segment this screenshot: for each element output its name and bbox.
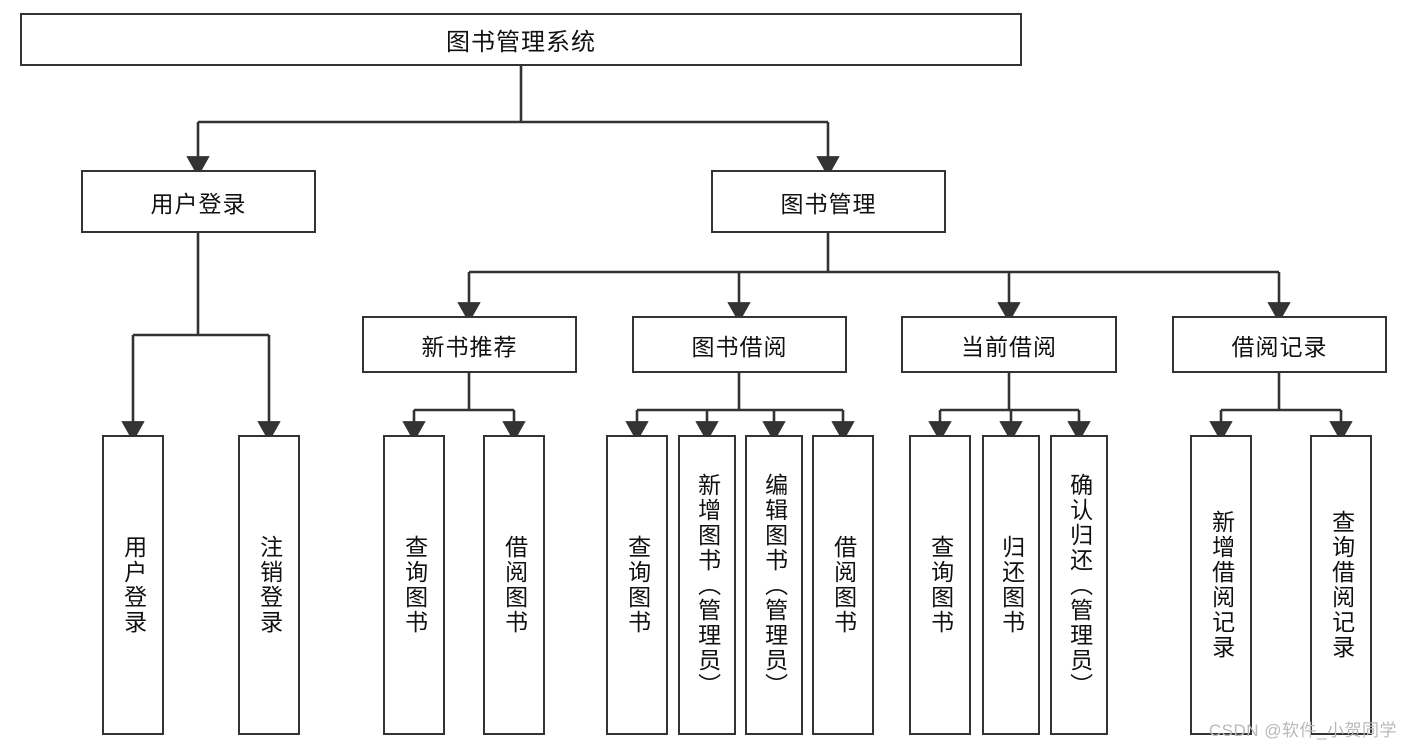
leaf-query-book[interactable]: 查询图书	[606, 435, 668, 735]
node-label: 用户登录	[150, 190, 247, 217]
node-label: 图书管理系统	[446, 29, 596, 56]
leaf-confirm-return-admin[interactable]: 确认归还（管理员）	[1050, 435, 1108, 735]
csdn-watermark: CSDN @软件_小贺同学	[1208, 721, 1397, 740]
leaf-edit-book-admin[interactable]: 编辑图书（管理员）	[745, 435, 803, 735]
leaf-query-book-recommend[interactable]: 查询图书	[383, 435, 445, 735]
node-label: 图书借阅	[691, 333, 788, 360]
node-user-login[interactable]: 用户登录	[81, 170, 316, 233]
leaf-add-borrow-record[interactable]: 新增借阅记录	[1190, 435, 1252, 735]
node-new-book-recommend[interactable]: 新书推荐	[362, 316, 577, 373]
node-label: 归还图书	[998, 535, 1025, 635]
node-label: 用户登录	[120, 535, 147, 635]
node-label: 编辑图书（管理员）	[761, 472, 788, 698]
node-label: 借阅图书	[830, 535, 857, 635]
node-label: 查询图书	[927, 535, 954, 635]
leaf-borrow-book[interactable]: 借阅图书	[812, 435, 874, 735]
node-label: 查询图书	[401, 535, 428, 635]
node-label: 借阅图书	[501, 535, 528, 635]
node-book-borrow[interactable]: 图书借阅	[632, 316, 847, 373]
node-root-system[interactable]: 图书管理系统	[20, 13, 1022, 66]
node-label: 借阅记录	[1231, 333, 1328, 360]
node-label: 新增借阅记录	[1208, 510, 1235, 660]
node-book-management[interactable]: 图书管理	[711, 170, 946, 233]
node-label: 新书推荐	[421, 333, 518, 360]
node-label: 当前借阅	[961, 333, 1057, 360]
node-label: 新增图书（管理员）	[694, 472, 721, 698]
leaf-add-book-admin[interactable]: 新增图书（管理员）	[678, 435, 736, 735]
node-current-borrow[interactable]: 当前借阅	[901, 316, 1117, 373]
leaf-borrow-book-recommend[interactable]: 借阅图书	[483, 435, 545, 735]
node-label: 查询图书	[624, 535, 651, 635]
node-label: 确认归还（管理员）	[1066, 472, 1093, 698]
node-label: 查询借阅记录	[1328, 510, 1355, 660]
leaf-return-book[interactable]: 归还图书	[982, 435, 1040, 735]
leaf-logout[interactable]: 注销登录	[238, 435, 300, 735]
leaf-query-borrow-record[interactable]: 查询借阅记录	[1310, 435, 1372, 735]
node-borrow-records[interactable]: 借阅记录	[1172, 316, 1387, 373]
leaf-user-login[interactable]: 用户登录	[102, 435, 164, 735]
node-label: 图书管理	[780, 190, 877, 217]
leaf-query-book-current[interactable]: 查询图书	[909, 435, 971, 735]
node-label: 注销登录	[256, 535, 283, 635]
